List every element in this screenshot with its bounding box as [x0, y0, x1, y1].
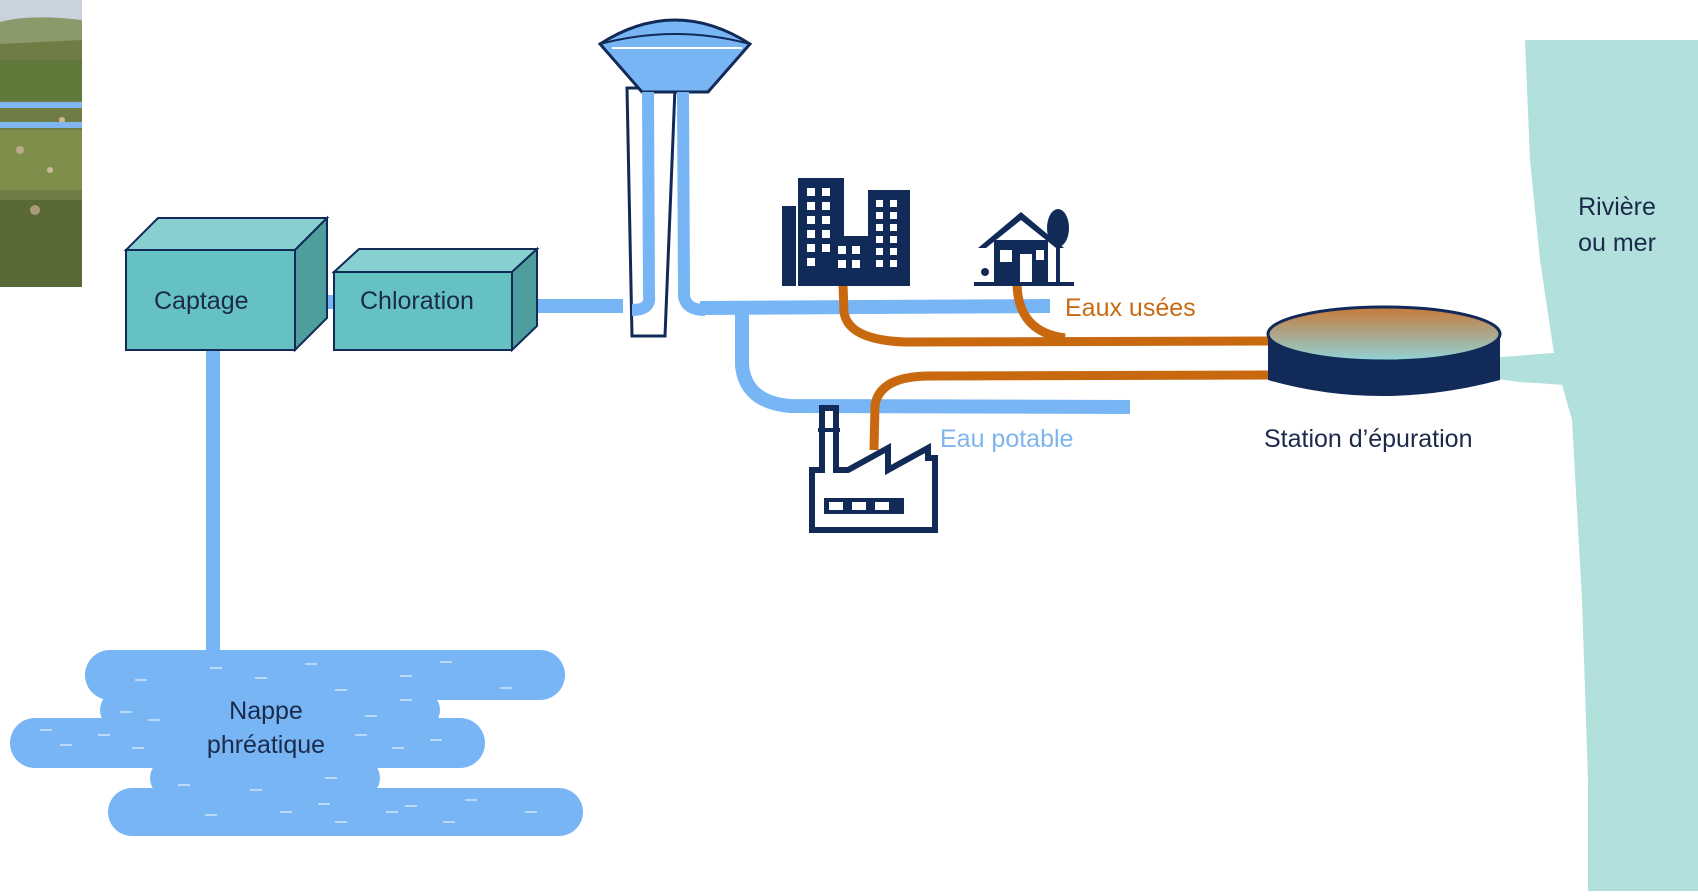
landscape-photo [0, 0, 82, 287]
drinking-water-pipes [206, 295, 1131, 652]
chloration-box [331, 246, 540, 353]
groundwater-label-line1: Nappe [229, 697, 303, 725]
captage-box [123, 215, 330, 353]
wastewater-pipes [838, 283, 1271, 451]
groundwater-label-line2: phréatique [206, 731, 326, 759]
wastewater-label: Eaux usées [1065, 294, 1196, 322]
treatment-plant-icon [1266, 305, 1502, 396]
chloration-label: Chloration [360, 287, 474, 315]
river-label-line1: Rivière [1578, 193, 1656, 221]
buildings-icon [782, 178, 910, 286]
river-label-line2: ou mer [1578, 229, 1656, 257]
house-icon [974, 209, 1074, 286]
drinking-water-label: Eau potable [940, 425, 1074, 453]
water-tower-icon [597, 18, 753, 338]
factory-icon [809, 405, 938, 533]
treatment-plant-label: Station d’épuration [1264, 425, 1473, 453]
groundwater-dashes [40, 661, 537, 823]
river-area [1525, 40, 1698, 891]
captage-label: Captage [154, 287, 249, 315]
outflow-pipe [1490, 352, 1565, 385]
